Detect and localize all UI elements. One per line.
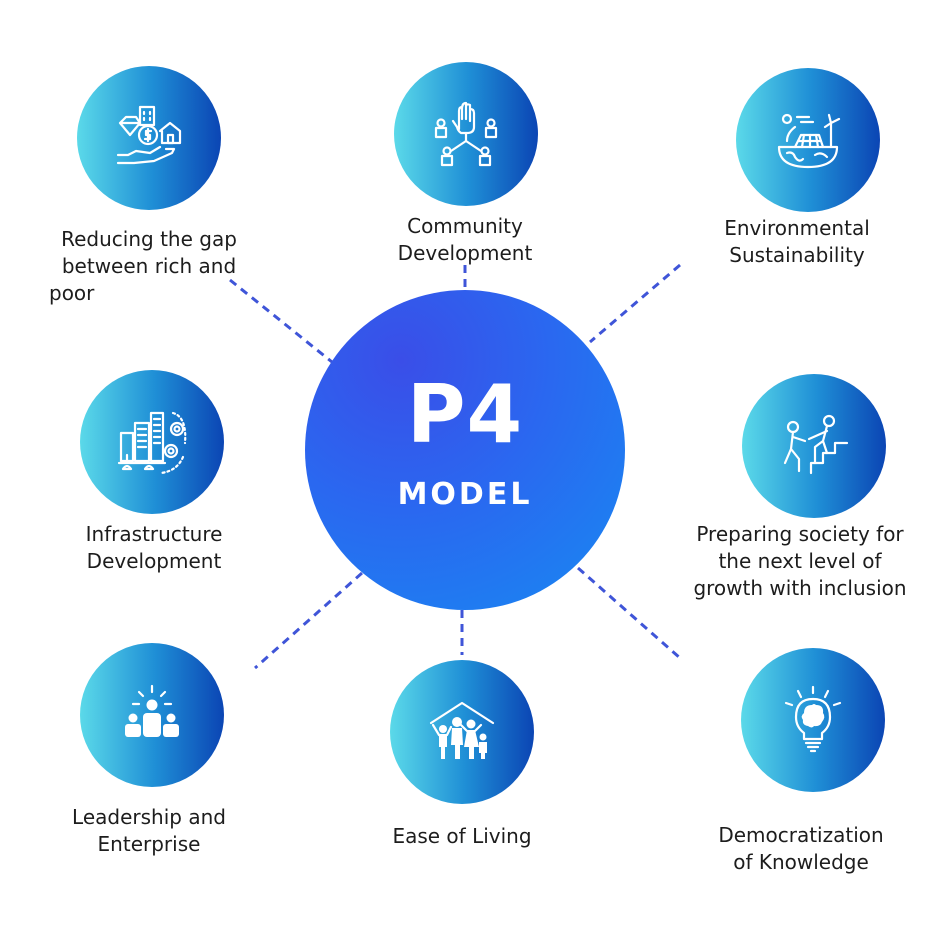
connector-bottom-right	[577, 566, 681, 660]
connector-top-left	[229, 278, 333, 364]
node-reducing-gap-circle	[77, 66, 221, 210]
node-infrastructure-label: Infrastructure Development	[85, 522, 223, 573]
hub-title: P4	[406, 368, 524, 461]
node-reducing-gap-label: Reducing the gap between rich and poor	[49, 227, 237, 305]
node-ease-of-living-label: Ease of Living	[392, 824, 532, 848]
node-environmental-label: Environmental Sustainability	[724, 216, 870, 267]
family-home-icon	[429, 701, 495, 759]
wealth-gap-icon	[116, 105, 182, 165]
node-ease-of-living-circle	[390, 660, 534, 804]
helping-climb-icon	[783, 414, 849, 475]
idea-bulb-brain-icon	[784, 685, 842, 753]
community-network-icon	[434, 101, 498, 167]
node-environmental-circle	[736, 68, 880, 212]
node-community-label: Community Development	[397, 214, 533, 265]
node-democratization-label: Democratization of Knowledge	[718, 823, 884, 874]
leader-team-icon	[125, 684, 179, 737]
p4-model-hub: P4 MODEL	[305, 290, 625, 610]
node-community-circle	[394, 62, 538, 206]
connector-bottom-left	[254, 571, 363, 670]
node-democratization-circle	[741, 648, 885, 792]
connector-top-right	[589, 263, 681, 344]
node-leadership-label: Leadership and Enterprise	[72, 805, 226, 856]
city-gears-icon	[117, 411, 187, 475]
hub-subtitle: MODEL	[397, 477, 533, 512]
node-infrastructure-circle	[80, 370, 224, 514]
green-earth-icon	[777, 113, 841, 169]
node-leadership-circle	[80, 643, 224, 787]
node-preparing-society-circle	[742, 374, 886, 518]
node-preparing-society-label: Preparing society for the next level of …	[693, 522, 907, 600]
